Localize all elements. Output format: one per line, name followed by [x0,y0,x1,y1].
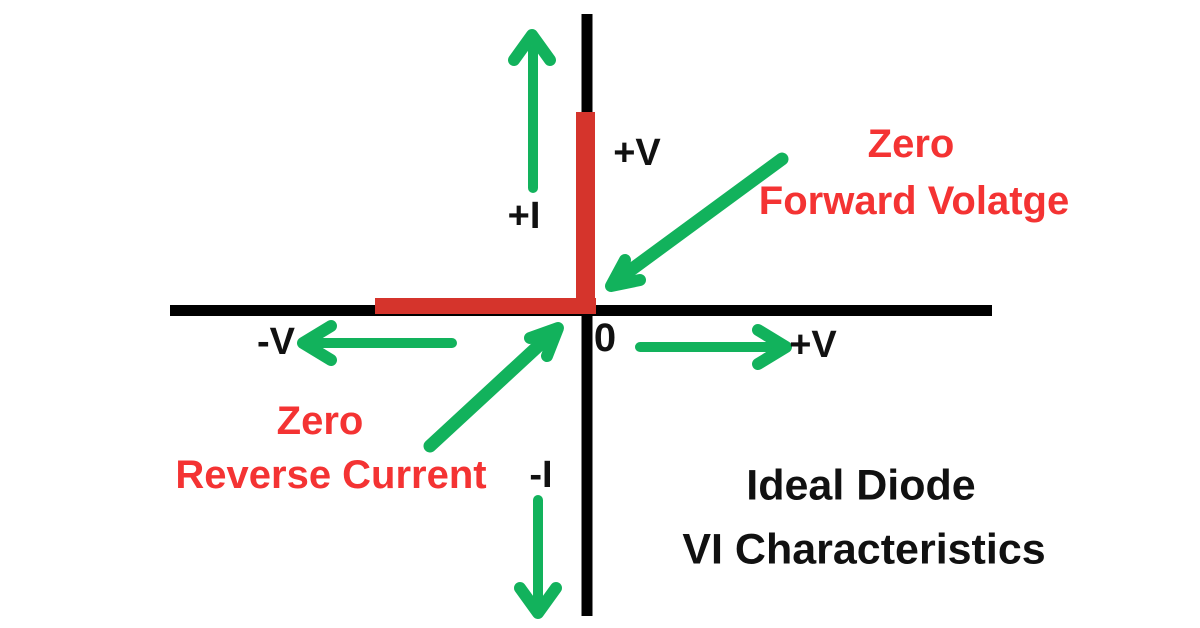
zero-forward-voltage-line2: Forward Volatge [758,179,1070,223]
caption-line2: VI Characteristics [682,525,1046,574]
down-arrow-icon [514,495,562,619]
plus-i-label: +I [507,195,541,237]
forward-pointer-arrow-icon [605,152,789,292]
minus-i-label: -I [529,454,553,496]
curve-forward-segment [576,112,595,312]
zero-forward-voltage-line1: Zero [867,122,955,166]
reverse-pointer-arrow-icon [423,322,564,453]
curve-reverse-segment [375,298,596,314]
origin-label: 0 [593,316,617,360]
minus-v-label: -V [257,321,295,363]
up-arrow-icon [508,29,556,193]
plus-v-top-label: +V [613,132,661,174]
zero-reverse-current-line1: Zero [276,399,364,443]
caption-line1: Ideal Diode [746,461,976,510]
right-arrow-icon [635,324,792,370]
zero-reverse-current-line2: Reverse Current [175,453,487,497]
plus-v-right-label: +V [789,324,837,366]
left-arrow-icon [297,320,457,366]
